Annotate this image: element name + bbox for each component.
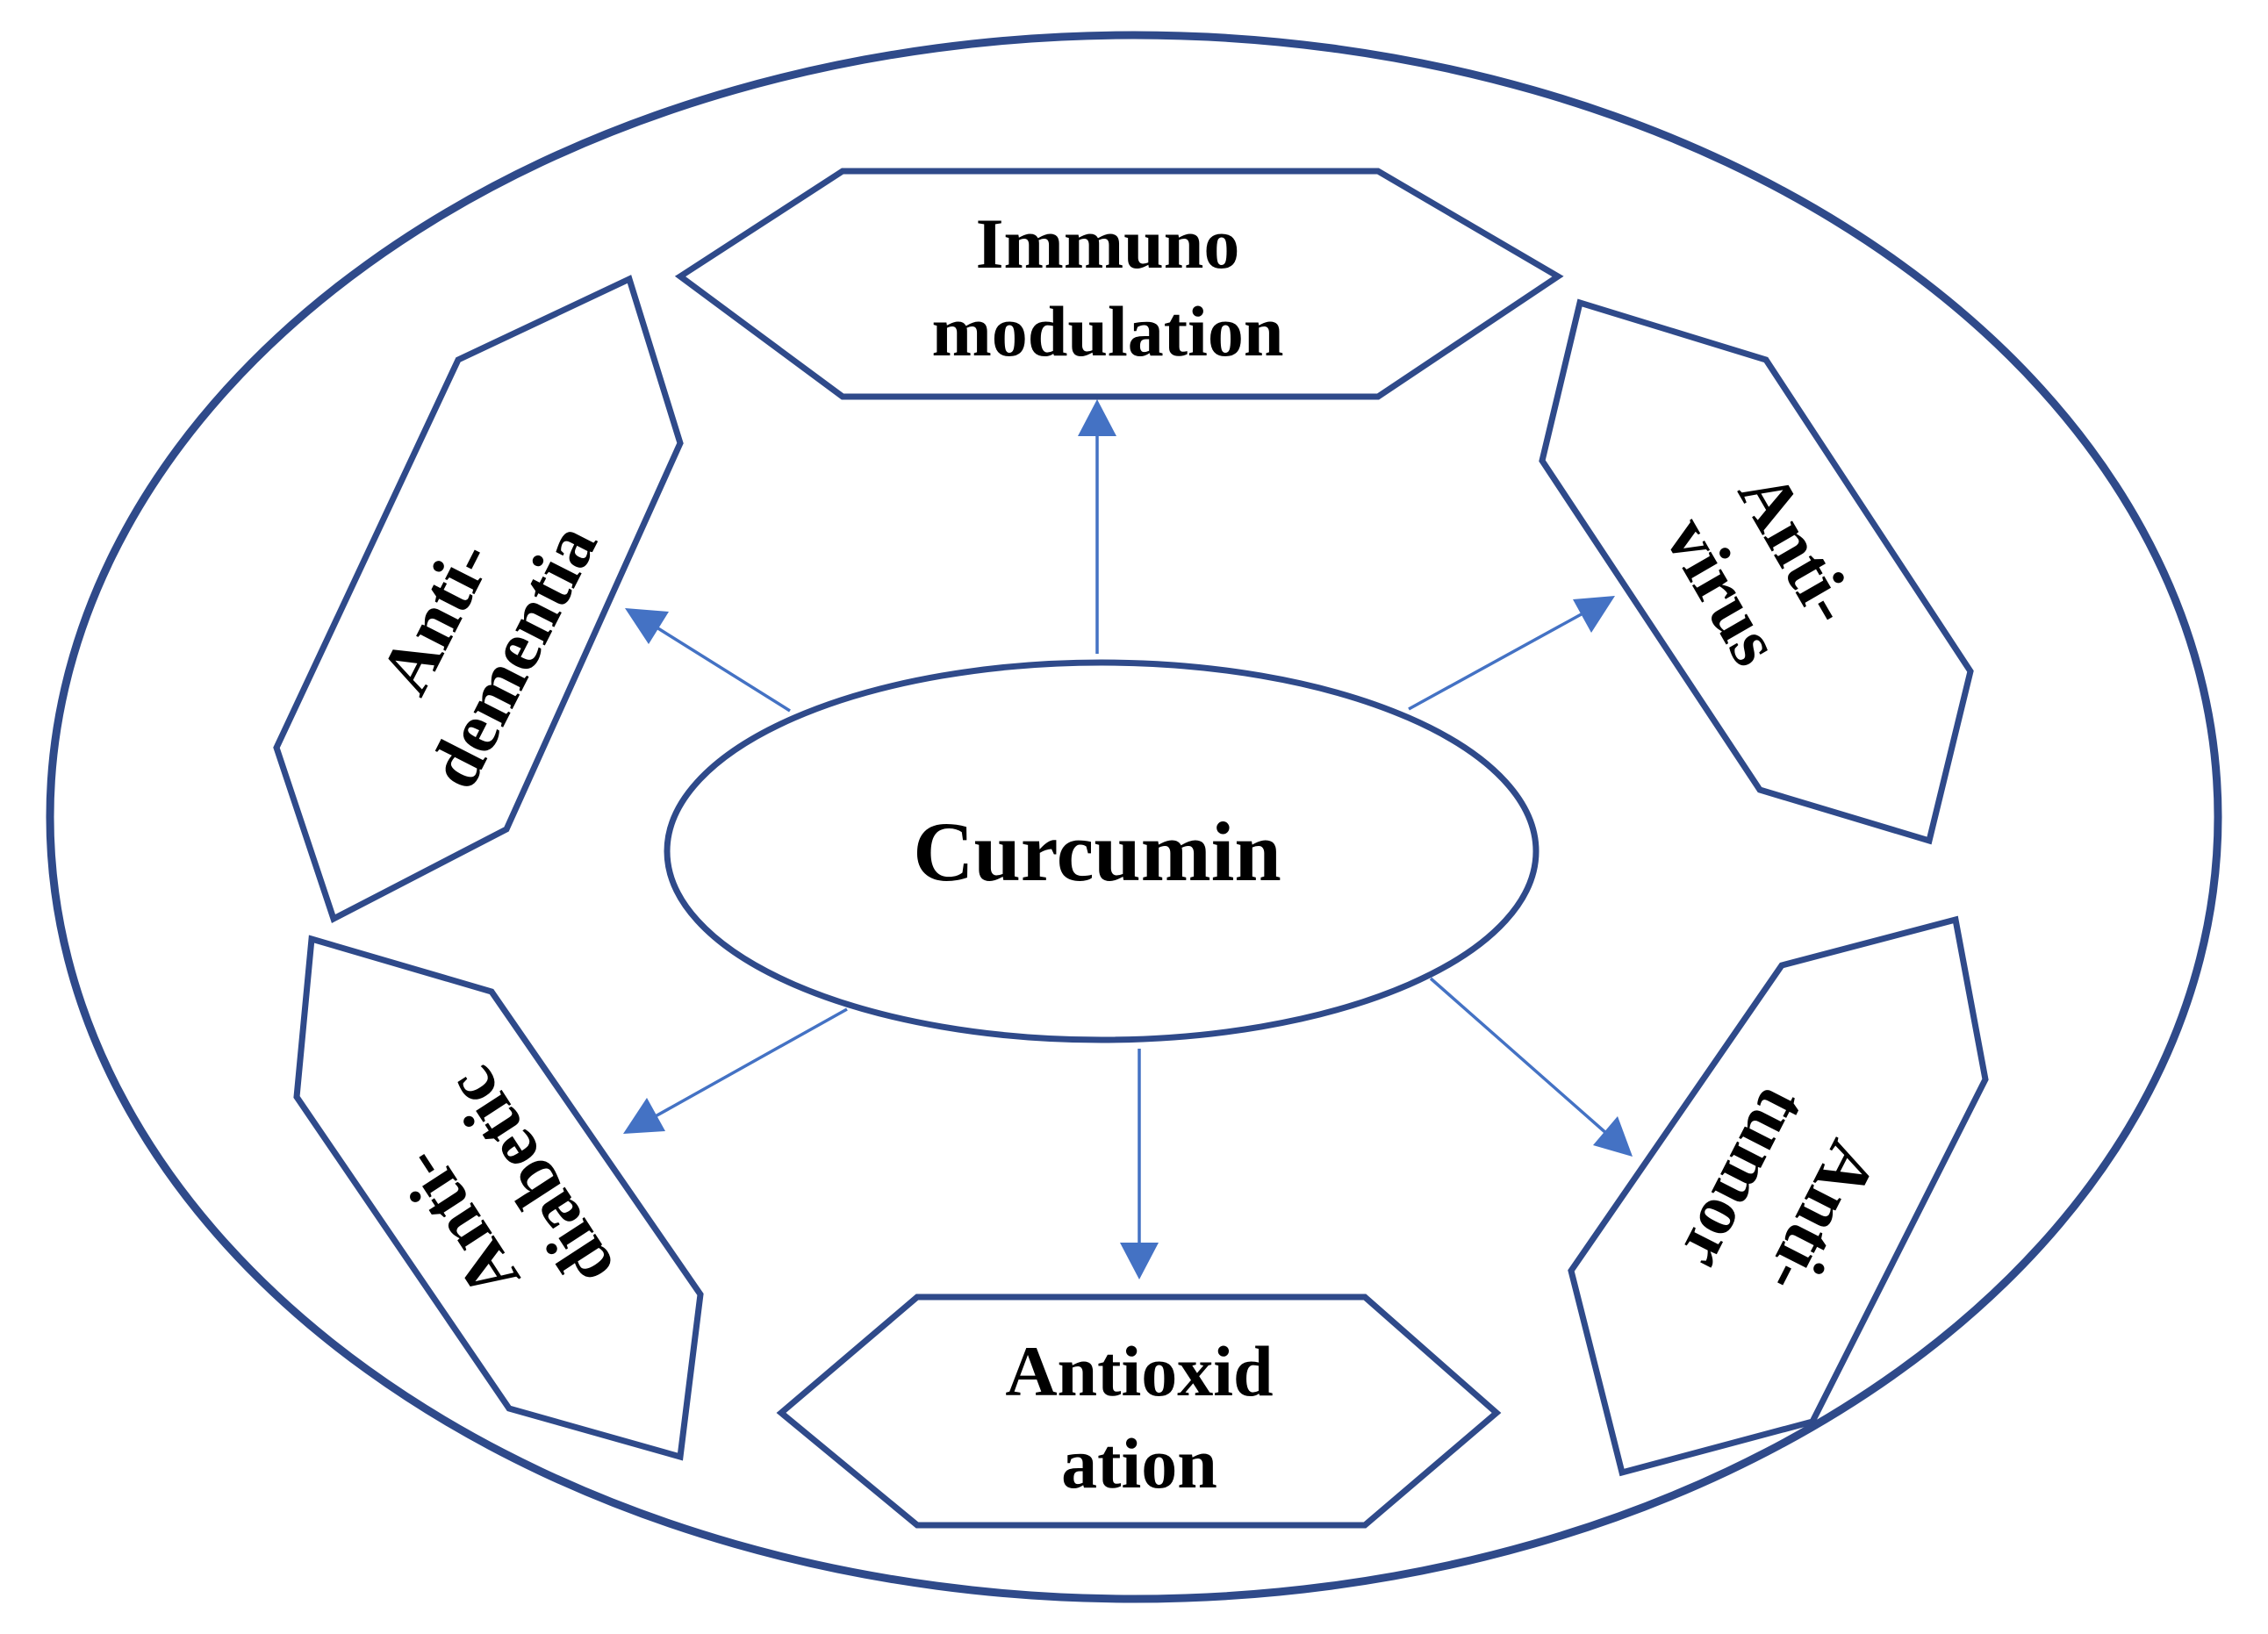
arrowhead-immunomodulation: [1078, 399, 1116, 436]
hexagon-immunomodulation: [674, 168, 1564, 400]
node-antidementia: Anti- dementia: [273, 275, 684, 923]
node-antivirus: Anti- virus: [1539, 298, 1974, 845]
hexagon-antidementia: [273, 275, 684, 923]
arrow-antidiabetic: [653, 1007, 848, 1119]
arrow-antitumor: [1429, 977, 1610, 1136]
arrow-antivirus: [1408, 610, 1587, 711]
outer-boundary: [46, 31, 2222, 1603]
hexagon-antioxidation: [776, 1294, 1502, 1529]
node-antitumor: Anti- tumor: [1568, 915, 1989, 1477]
immunomodulation-line2: modulation: [932, 291, 1284, 371]
hexagon-antivirus: [1539, 298, 1974, 845]
center-ellipse: [664, 659, 1540, 1043]
hexagon-antidiabetic: [293, 935, 704, 1461]
center-node: Curcumin: [664, 659, 1540, 1043]
immunomodulation-line1: Immuno: [976, 204, 1240, 283]
arrowhead-antioxidation: [1120, 1243, 1159, 1279]
arrow-antidementia: [653, 624, 791, 713]
antioxidation-line1: Antioxid: [1005, 1331, 1273, 1411]
antioxidation-line2: ation: [1061, 1423, 1217, 1503]
arrows: [623, 399, 1633, 1279]
arrowhead-antidementia: [625, 608, 669, 644]
node-antidiabetic: Anti- diabetic: [293, 935, 704, 1461]
node-immunomodulation: Immuno modulation: [674, 168, 1564, 400]
node-antioxidation: Antioxid ation: [776, 1294, 1502, 1529]
hexagon-antitumor: [1568, 915, 1989, 1477]
arrowhead-antitumor: [1593, 1116, 1633, 1157]
center-label: Curcumin: [913, 805, 1281, 899]
arrowhead-antidiabetic: [623, 1098, 665, 1134]
arrowhead-antivirus: [1573, 596, 1615, 633]
